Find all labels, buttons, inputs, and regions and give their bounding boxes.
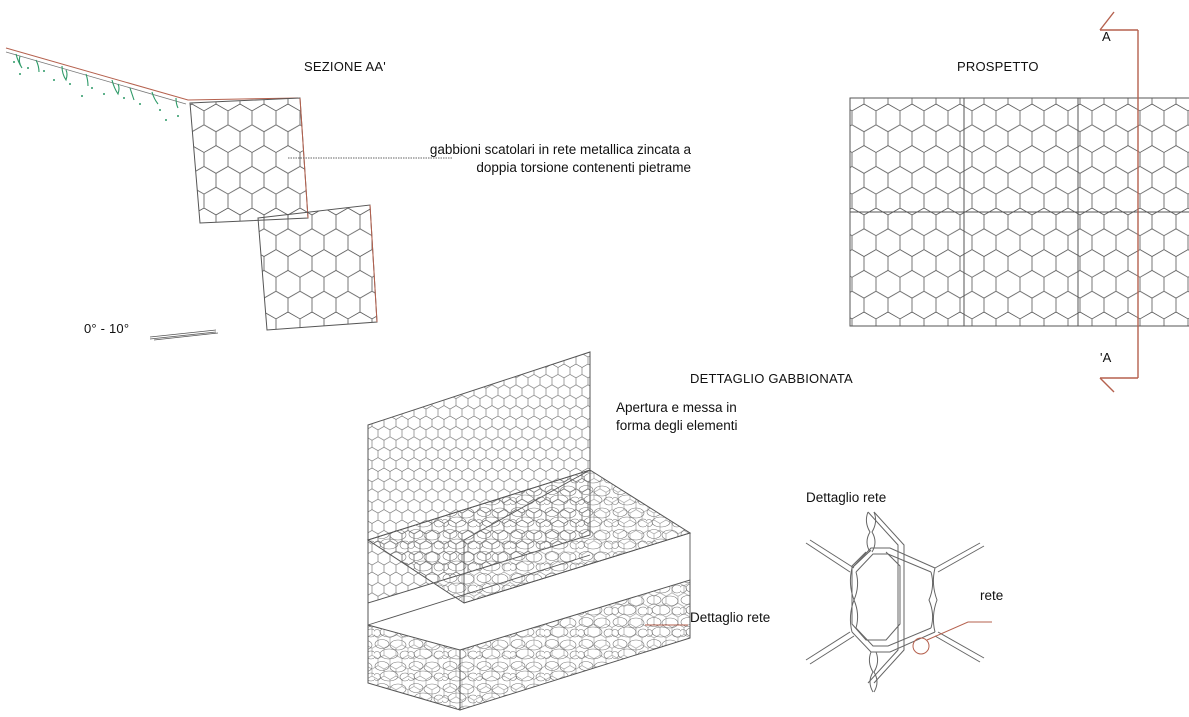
side-face	[459, 579, 691, 711]
elevation-title: PROSPETTO	[957, 59, 1039, 74]
cut-label-top: A	[1102, 29, 1111, 44]
slope-line	[5, 47, 299, 101]
gabion-section-lower	[257, 204, 378, 331]
mesh-callout-circle	[912, 637, 930, 655]
slope-line-inner	[5, 51, 187, 105]
soil-dots	[13, 61, 179, 121]
mesh-detail-drawing	[805, 511, 992, 693]
angle-label: 0° - 10°	[84, 321, 130, 336]
section-cut-line	[1099, 11, 1139, 393]
mesh-callout-leader	[926, 621, 992, 641]
section-title: SEZIONE AA'	[304, 59, 386, 74]
detail-step-line1: Apertura e messa in	[616, 400, 737, 415]
gabion-3d-detail	[366, 351, 692, 711]
section-note-line2: doppia torsione contenenti pietrame	[476, 160, 691, 175]
cut-label-bottom: 'A	[1100, 350, 1112, 365]
mesh-callout-label: rete	[980, 588, 1004, 603]
mesh-detail-title: Dettaglio rete	[806, 490, 887, 505]
angle-symbol	[149, 329, 219, 341]
detail-title: DETTAGLIO GABBIONATA	[690, 371, 853, 386]
section-drawing	[5, 47, 452, 341]
elevation-drawing	[849, 11, 1189, 393]
vegetation	[15, 53, 179, 109]
section-note-line1: gabbioni scatolari in rete metallica zin…	[429, 142, 691, 157]
detail-callout: Dettaglio rete	[690, 610, 771, 625]
detail-step-line2: forma degli elementi	[616, 418, 738, 433]
